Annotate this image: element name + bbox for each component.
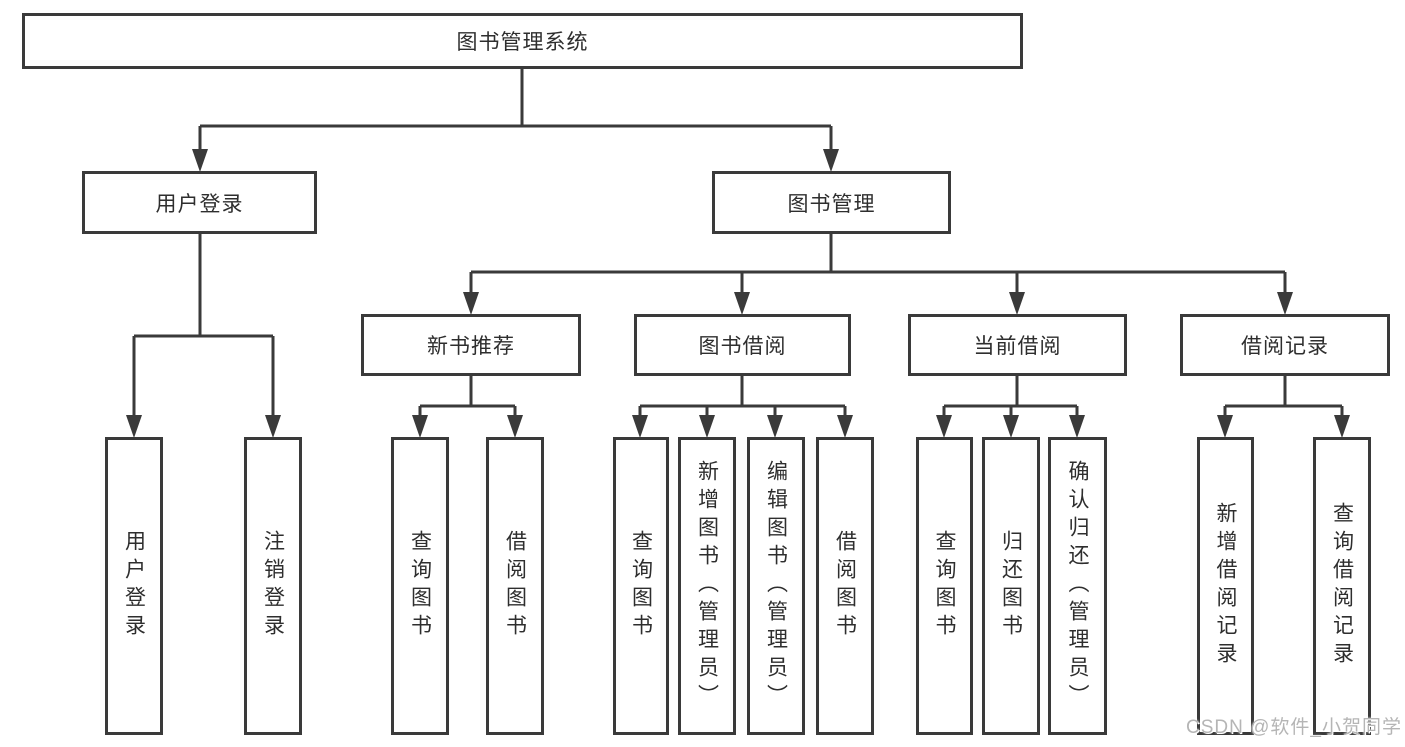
leaf-borrow-books-recommend-label: 借阅图书 <box>503 530 527 642</box>
node-current-borrowing-label: 当前借阅 <box>973 335 1062 358</box>
node-borrowing-records: 借阅记录 <box>1180 314 1390 376</box>
leaf-logout-label: 注销登录 <box>261 530 285 642</box>
leaf-return-books: 归还图书 <box>982 437 1040 735</box>
node-book-management-branch: 图书管理 <box>712 171 951 234</box>
leaf-borrow-books: 借阅图书 <box>816 437 874 735</box>
node-book-management-branch-label: 图书管理 <box>787 192 876 216</box>
leaf-query-books-borrowing: 查询图书 <box>613 437 669 735</box>
leaf-edit-books-admin: 编辑图书（管理员） <box>747 437 805 735</box>
node-new-book-recommend: 新书推荐 <box>361 314 581 376</box>
leaf-query-borrow-record: 查询借阅记录 <box>1313 437 1371 735</box>
leaf-query-books-recommend: 查询图书 <box>391 437 449 735</box>
node-current-borrowing: 当前借阅 <box>908 314 1127 376</box>
csdn-watermark: CSDN @软件_小贺同学 <box>1186 717 1402 738</box>
leaf-query-books-current-label: 查询图书 <box>933 530 956 642</box>
leaf-add-borrow-record-label: 新增借阅记录 <box>1214 502 1237 670</box>
leaf-user-login: 用户登录 <box>105 437 163 735</box>
leaf-query-books-borrowing-label: 查询图书 <box>629 530 653 642</box>
leaf-query-books-recommend-label: 查询图书 <box>408 530 432 642</box>
leaf-borrow-books-recommend: 借阅图书 <box>486 437 544 735</box>
node-root-label: 图书管理系统 <box>456 31 589 54</box>
leaf-query-books-current: 查询图书 <box>916 437 973 735</box>
arrowhead-icons <box>126 149 1350 438</box>
node-root-library-system: 图书管理系统 <box>22 13 1023 69</box>
leaf-borrow-books-label: 借阅图书 <box>833 530 857 642</box>
leaf-add-books-admin: 新增图书（管理员） <box>678 437 736 735</box>
node-user-login-branch-label: 用户登录 <box>155 192 244 216</box>
leaf-logout: 注销登录 <box>244 437 302 735</box>
leaf-user-login-label: 用户登录 <box>122 530 146 642</box>
leaf-add-books-admin-label: 新增图书（管理员） <box>695 460 719 712</box>
node-user-login-branch: 用户登录 <box>82 171 317 234</box>
node-book-borrowing-label: 图书借阅 <box>698 335 787 358</box>
leaf-confirm-return-admin: 确认归还（管理员） <box>1048 437 1107 735</box>
leaf-return-books-label: 归还图书 <box>999 530 1023 642</box>
leaf-confirm-return-admin-label: 确认归还（管理员） <box>1066 460 1089 712</box>
node-book-borrowing: 图书借阅 <box>634 314 851 376</box>
node-borrowing-records-label: 借阅记录 <box>1241 335 1329 358</box>
leaf-edit-books-admin-label: 编辑图书（管理员） <box>764 460 788 712</box>
leaf-query-borrow-record-label: 查询借阅记录 <box>1330 502 1354 670</box>
leaf-add-borrow-record: 新增借阅记录 <box>1197 437 1254 735</box>
node-new-book-recommend-label: 新书推荐 <box>427 335 515 358</box>
